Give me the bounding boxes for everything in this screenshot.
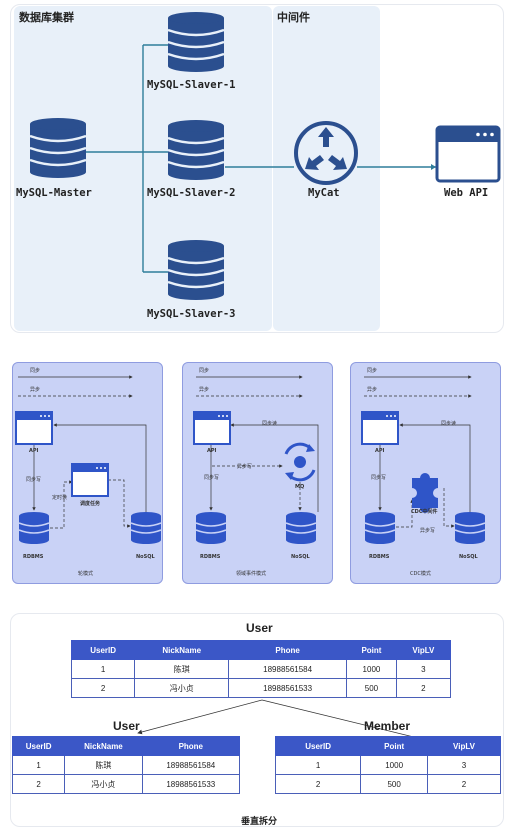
member-table-title: Member	[364, 719, 411, 733]
p2-write-label: 同步写	[204, 475, 220, 481]
p3-async-write-label: 异步写	[420, 528, 436, 534]
member-table: UserID Point VipLV 1 1000 3 2 500 2	[274, 736, 501, 794]
p2-async-write-label: 异步写	[237, 464, 253, 470]
mycat-router-icon	[294, 121, 358, 185]
table-row: 1 1000 3	[274, 755, 501, 775]
legend-async-1: 异步	[30, 387, 41, 393]
member-col-userid: UserID	[274, 736, 362, 756]
p2-mq-label: MQ	[295, 484, 305, 490]
p1-nosql-label: NoSQL	[136, 554, 155, 560]
legend-sync-3: 同步	[367, 368, 378, 374]
main-col-userid: UserID	[70, 640, 136, 660]
main-col-point: Point	[346, 640, 397, 660]
legend-sync-2: 同步	[199, 368, 210, 374]
slave3-label: MySQL-Slaver-3	[147, 308, 236, 320]
p3-caption: CDC模式	[410, 571, 431, 577]
user-col-nickname: NickName	[64, 736, 143, 756]
p2-caption: 领域事件模式	[236, 571, 267, 577]
p2-api-label: API	[207, 448, 217, 454]
user-table: UserID NickName Phone 1 陈琪 18988561584 2…	[11, 736, 241, 794]
p3-api-label: API	[375, 448, 385, 454]
master-label: MySQL-Master	[16, 187, 92, 199]
p1-api-label: API	[29, 448, 39, 454]
p3-rdbms-label: RDBMS	[369, 554, 390, 560]
table-row: 2 冯小贞 18988561533	[11, 774, 241, 794]
p3-cdc-label: CDC中间件	[411, 509, 438, 515]
main-user-table: UserID NickName Phone Point VipLV 1 陈琪 1…	[70, 640, 452, 698]
db-icons	[28, 10, 501, 302]
legend-async-2: 异步	[199, 387, 210, 393]
slave1-label: MySQL-Slaver-1	[147, 79, 236, 91]
member-col-viplv: VipLV	[427, 736, 501, 756]
legend-async-3: 异步	[367, 387, 378, 393]
p1-rdbms-label: RDBMS	[23, 554, 44, 560]
p2-sync-read-label: 同步读	[262, 421, 278, 427]
pattern-panel-domain-event	[182, 362, 333, 584]
p3-nosql-label: NoSQL	[459, 554, 478, 560]
p1-task-label: 调度任务	[80, 501, 101, 507]
p3-sync-read-label: 同步读	[441, 421, 457, 427]
p1-write-label: 同步写	[26, 477, 42, 483]
user-col-phone: Phone	[141, 736, 241, 756]
table-row: 2 冯小贞 18988561533 500 2	[70, 678, 452, 698]
pattern-diagrams	[15, 375, 486, 545]
p2-rdbms-label: RDBMS	[200, 554, 221, 560]
p1-caption: 轮模式	[78, 571, 94, 577]
p2-nosql-label: NoSQL	[291, 554, 310, 560]
table-row: 1 陈琪 18988561584	[11, 755, 241, 775]
table-row: 1 陈琪 18988561584 1000 3	[70, 659, 452, 679]
user-table-title: User	[113, 719, 140, 733]
p3-write-label: 同步写	[371, 475, 387, 481]
webapi-window-icon	[435, 125, 501, 183]
member-col-point: Point	[360, 736, 429, 756]
pattern-panel-cdc	[350, 362, 501, 584]
cluster-title: 数据库集群	[19, 11, 74, 24]
main-table-title: User	[246, 621, 273, 635]
middleware-region	[273, 6, 380, 331]
vertical-split-caption: 垂直拆分	[241, 816, 278, 826]
webapi-label: Web API	[444, 187, 489, 199]
p1-timer-label: 定时读	[52, 495, 68, 501]
middleware-title: 中间件	[277, 11, 310, 24]
user-col-userid: UserID	[11, 736, 66, 756]
table-row: 2 500 2	[274, 774, 501, 794]
mycat-label: MyCat	[308, 187, 340, 199]
legend-sync-1: 同步	[30, 368, 41, 374]
slave2-label: MySQL-Slaver-2	[147, 187, 236, 199]
cluster-connectors	[83, 44, 436, 273]
